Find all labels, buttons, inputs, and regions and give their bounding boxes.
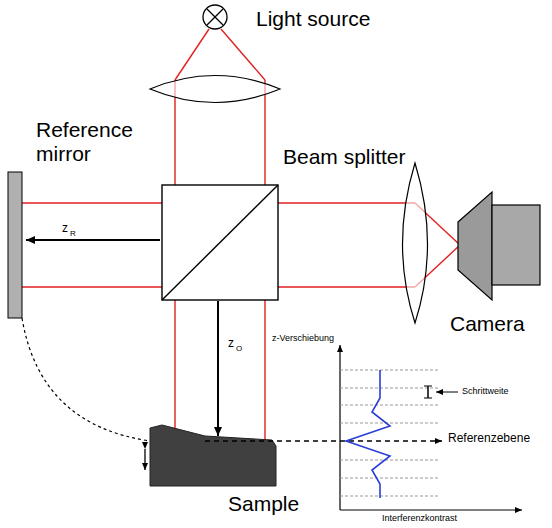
axis-subscript: O <box>236 344 242 353</box>
axis-label: z-Verschiebung <box>272 333 334 343</box>
axis-label: Interferenzkontrast <box>382 513 457 523</box>
axis-subscript: R <box>70 229 76 238</box>
mirror-projection-curve <box>22 318 150 441</box>
zo-arrow <box>217 301 219 436</box>
beam-splitter-cube <box>162 185 278 300</box>
part-label: Camera <box>450 312 525 336</box>
condenser-lens <box>150 76 280 103</box>
part-label: Beam splitter <box>283 145 406 169</box>
sample-body <box>150 425 276 486</box>
contrast-graph <box>340 345 522 510</box>
part-label: Reference mirror <box>36 118 166 166</box>
part-label: Light source <box>256 7 370 31</box>
camera-symbol <box>458 192 540 300</box>
light-source-symbol <box>203 5 227 29</box>
axis-symbol: z <box>62 222 68 236</box>
sample-motion-arrow <box>144 449 145 470</box>
reference-mirror <box>8 172 22 318</box>
annotation-label: Referenzebene <box>446 432 532 446</box>
reference-plane-line <box>205 440 442 441</box>
zr-arrow <box>26 239 160 241</box>
axis-symbol: z <box>228 337 234 351</box>
camera-lens <box>403 163 428 323</box>
part-label: Sample <box>228 492 299 516</box>
annotation-label: Schrittweite <box>462 386 509 396</box>
light-beams <box>22 29 460 440</box>
